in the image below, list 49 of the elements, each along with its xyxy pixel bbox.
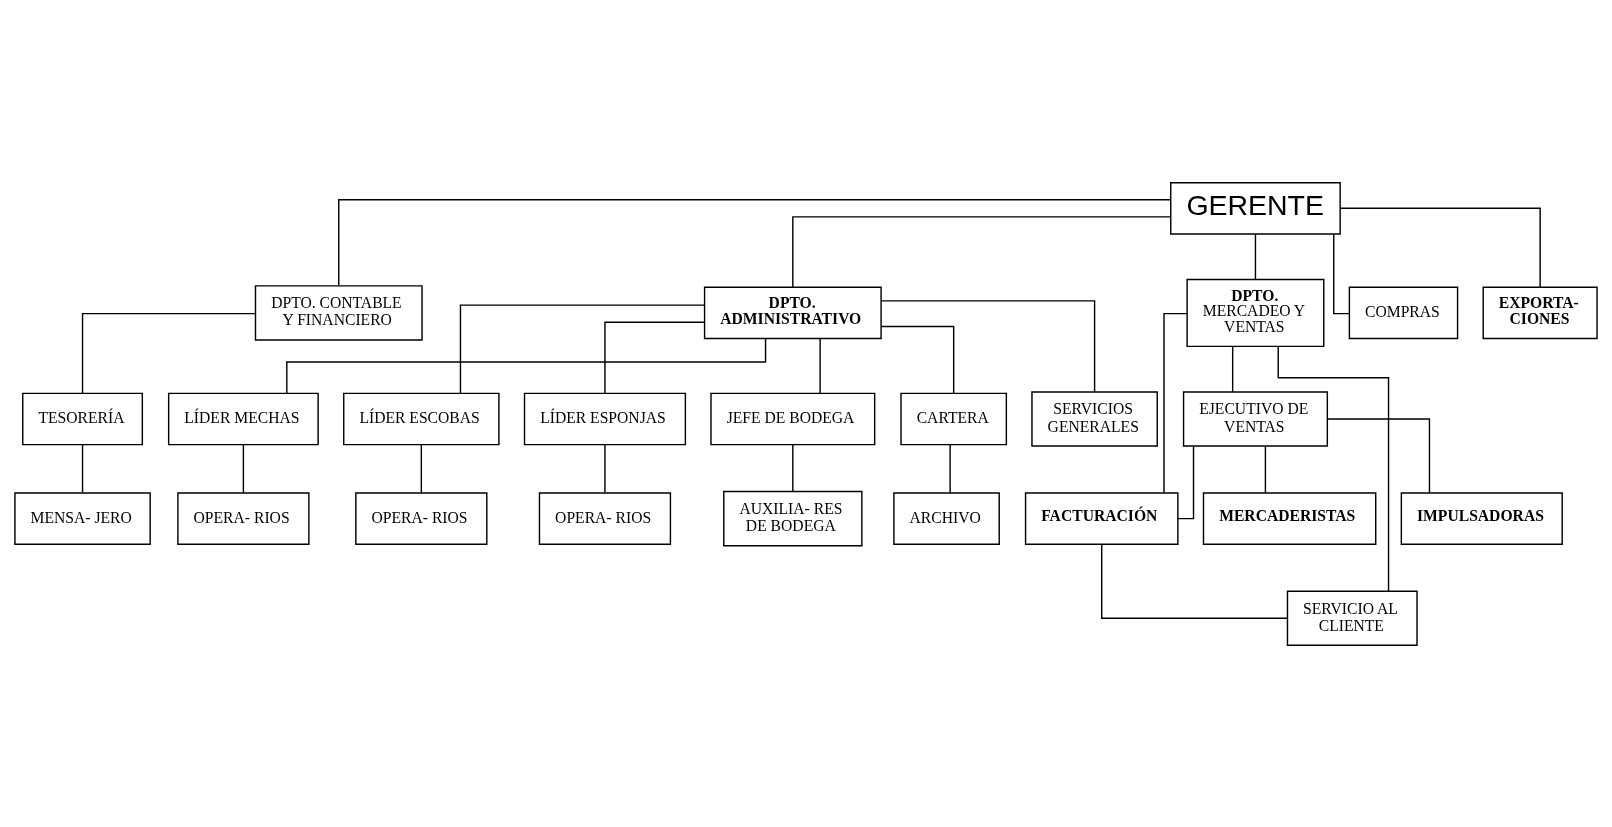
connector [880, 299, 1096, 392]
node-box: CARTERA [900, 392, 1008, 445]
connector [1333, 233, 1350, 314]
node-box: SERVICIO AL CLIENTE [1286, 590, 1418, 646]
node-box: DPTO. CONTABLE Y FINANCIERO [254, 284, 423, 341]
connector [1163, 312, 1188, 493]
node-box: JEFE DE BODEGA [710, 392, 876, 445]
connector [1101, 543, 1288, 619]
connector [81, 312, 256, 394]
connector [792, 215, 1172, 288]
node-box: AUXILIA- RES DE BODEGA [723, 490, 863, 546]
node-box: DPTO. MERCADEO Y VENTAS [1186, 278, 1325, 347]
connector [286, 337, 767, 394]
node-box: OPERA- RIOS [177, 491, 310, 545]
connector [1277, 345, 1390, 592]
connector [604, 321, 706, 394]
connector [604, 443, 606, 493]
connector [1339, 207, 1541, 288]
node-box: IMPULSADORAS [1400, 491, 1563, 545]
connector [1254, 232, 1257, 280]
connector [338, 198, 1172, 286]
node-box: DPTO. ADMINISTRATIVO [703, 286, 882, 339]
node-box: COMPRAS [1348, 286, 1459, 339]
connector [1231, 345, 1234, 392]
connector [242, 443, 245, 493]
node-box: MERCADERISTAS [1202, 491, 1377, 545]
node-box: LÍDER MECHAS [167, 392, 319, 445]
connector [420, 443, 423, 493]
connector [1327, 417, 1431, 494]
connector [459, 303, 705, 394]
connector [1264, 445, 1267, 493]
connector [949, 443, 951, 493]
connector [1177, 445, 1195, 519]
node-box: FACTURACIÓN [1024, 491, 1179, 545]
connector [81, 443, 84, 493]
node-box: LÍDER ESCOBAS [343, 392, 500, 445]
node-box: EXPORTA- CIONES [1482, 286, 1598, 339]
node-box: SERVICIOS GENERALES [1031, 390, 1158, 447]
connector [819, 337, 821, 394]
node-box: EJECUTIVO DE VENTAS [1182, 390, 1329, 447]
node-box: ARCHIVO [893, 491, 1000, 545]
connector [880, 325, 955, 394]
node-box: TESORERÍA [22, 392, 144, 445]
node-box: GERENTE [1170, 181, 1341, 235]
node-box: LÍDER ESPONJAS [523, 392, 687, 445]
node-box: MENSA- JERO [14, 491, 151, 545]
node-box: OPERA- RIOS [538, 491, 672, 545]
node-box: OPERA- RIOS [355, 491, 488, 545]
connector [792, 443, 794, 492]
